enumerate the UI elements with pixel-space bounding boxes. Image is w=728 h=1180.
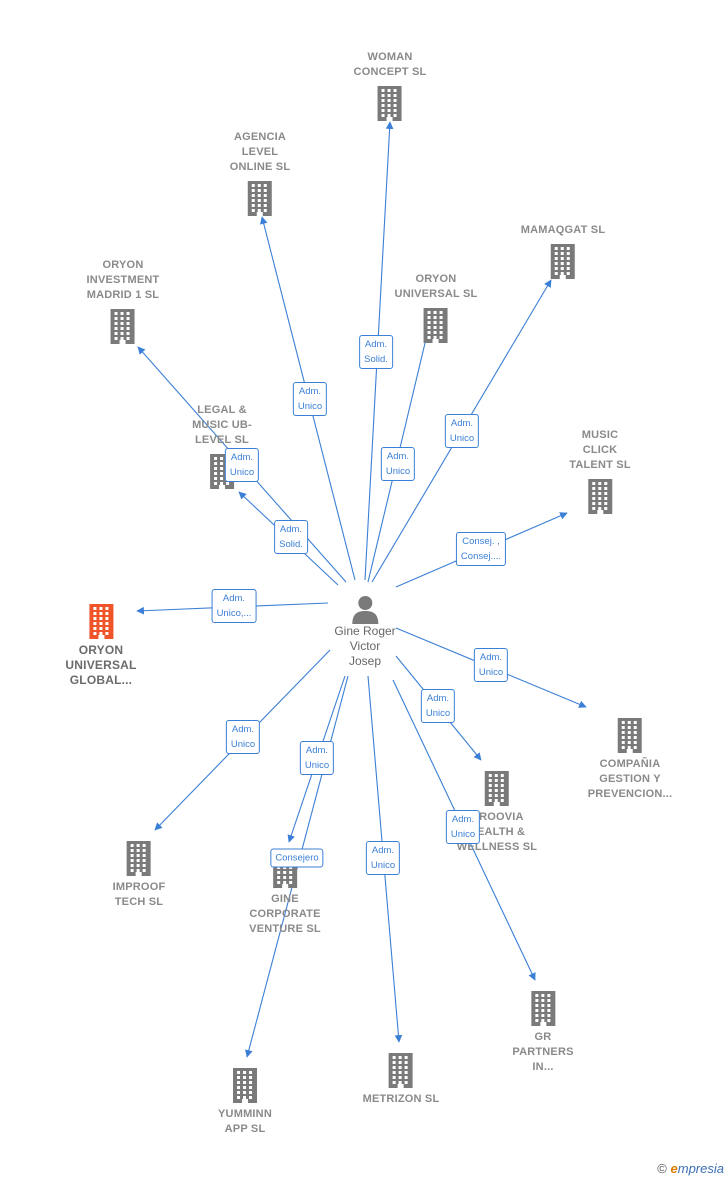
edges-layer (136, 121, 587, 1058)
edge-label-agencia[interactable]: Adm. Unico (292, 382, 328, 416)
building-icon (388, 1053, 413, 1088)
company-label: GR PARTNERS IN... (512, 1031, 574, 1073)
company-node-music[interactable]: MUSIC CLICK TALENT SL (569, 428, 631, 514)
brand-watermark: © empresia (657, 1161, 724, 1176)
company-node-woman[interactable]: WOMAN CONCEPT SL (354, 50, 427, 121)
company-label: MUSIC CLICK TALENT SL (569, 429, 631, 471)
company-label: LEGAL & MUSIC UB- LEVEL SL (192, 404, 252, 446)
edge-label-improof[interactable]: Adm. Unico (225, 720, 261, 754)
edge-label-legal[interactable]: Adm. Solid. (274, 520, 308, 554)
edge-label-compania[interactable]: Adm. Unico (473, 648, 509, 682)
company-node-oryon-global[interactable]: ORYON UNIVERSAL GLOBAL... (65, 603, 136, 688)
copyright-symbol: © (657, 1161, 667, 1176)
building-icon (111, 309, 135, 344)
edge-label-mamaqgat[interactable]: Adm. Unico (444, 414, 480, 448)
brand-logo-text: mpresia (677, 1161, 724, 1176)
company-label: ORYON INVESTMENT MADRID 1 SL (86, 259, 160, 301)
building-icon (530, 991, 555, 1026)
person-icon (352, 596, 378, 624)
company-node-mamaqgat[interactable]: MAMAQGAT SL (521, 223, 606, 279)
company-node-groovia[interactable]: GROOVIA HEALTH & WELLNESS SL (457, 770, 537, 855)
edge-label-yumminn[interactable]: Consejero (270, 848, 324, 868)
company-label: GINE CORPORATE VENTURE SL (249, 893, 321, 935)
company-label: AGENCIA LEVEL ONLINE SL (229, 131, 291, 173)
company-label: ORYON UNIVERSAL SL (394, 273, 478, 300)
company-node-yumminn[interactable]: YUMMINN APP SL (218, 1067, 272, 1137)
company-label: ORYON UNIVERSAL GLOBAL... (65, 643, 137, 687)
edge-label-oryon-global[interactable]: Adm. Unico,... (211, 589, 257, 623)
building-icon (617, 718, 642, 753)
edge-label-oryon-univ[interactable]: Adm. Unico (380, 447, 416, 481)
building-icon (126, 841, 151, 876)
company-label: METRIZON SL (362, 1093, 440, 1105)
edge-label-woman[interactable]: Adm. Solid. (359, 335, 393, 369)
building-icon (485, 771, 509, 806)
company-label: YUMMINN APP SL (218, 1108, 272, 1135)
company-label: GROOVIA HEALTH & WELLNESS SL (456, 811, 538, 853)
building-icon (587, 479, 612, 514)
company-label: WOMAN CONCEPT SL (353, 51, 427, 78)
edge-label-gine-corp[interactable]: Adm. Unico (299, 741, 335, 775)
building-icon (378, 86, 402, 121)
company-node-agencia[interactable]: AGENCIA LEVEL ONLINE SL (230, 130, 290, 216)
edge-label-oryon-inv[interactable]: Adm. Unico (224, 448, 260, 482)
company-node-gr[interactable]: GR PARTNERS IN... (512, 990, 573, 1075)
company-node-metrizon[interactable]: METRIZON SL (363, 1052, 440, 1107)
building-icon (423, 308, 448, 343)
edge-label-music[interactable]: Consej. , Consej.... (455, 532, 507, 566)
building-icon (232, 1068, 257, 1103)
company-label: COMPAÑIA GESTION Y PREVENCION... (587, 758, 673, 800)
person-node[interactable]: Gine Roger Victor Josep (334, 594, 396, 669)
building-icon (551, 244, 575, 279)
brand-logo-e: e (670, 1161, 678, 1176)
company-label: IMPROOF TECH SL (112, 881, 166, 908)
company-node-compania[interactable]: COMPAÑIA GESTION Y PREVENCION... (588, 717, 673, 802)
company-node-improof[interactable]: IMPROOF TECH SL (113, 840, 166, 910)
edge-label-metrizon[interactable]: Adm. Unico (365, 841, 401, 875)
building-icon (88, 604, 113, 639)
company-node-oryon-univ[interactable]: ORYON UNIVERSAL SL (395, 272, 478, 343)
company-label: MAMAQGAT SL (520, 224, 606, 236)
edge-label-groovia[interactable]: Adm. Unico (420, 689, 456, 723)
building-icon (248, 181, 272, 216)
person-name: Gine Roger Victor Josep (334, 624, 396, 668)
edge-label-gr[interactable]: Adm. Unico (445, 810, 481, 844)
company-node-oryon-inv[interactable]: ORYON INVESTMENT MADRID 1 SL (87, 258, 160, 344)
